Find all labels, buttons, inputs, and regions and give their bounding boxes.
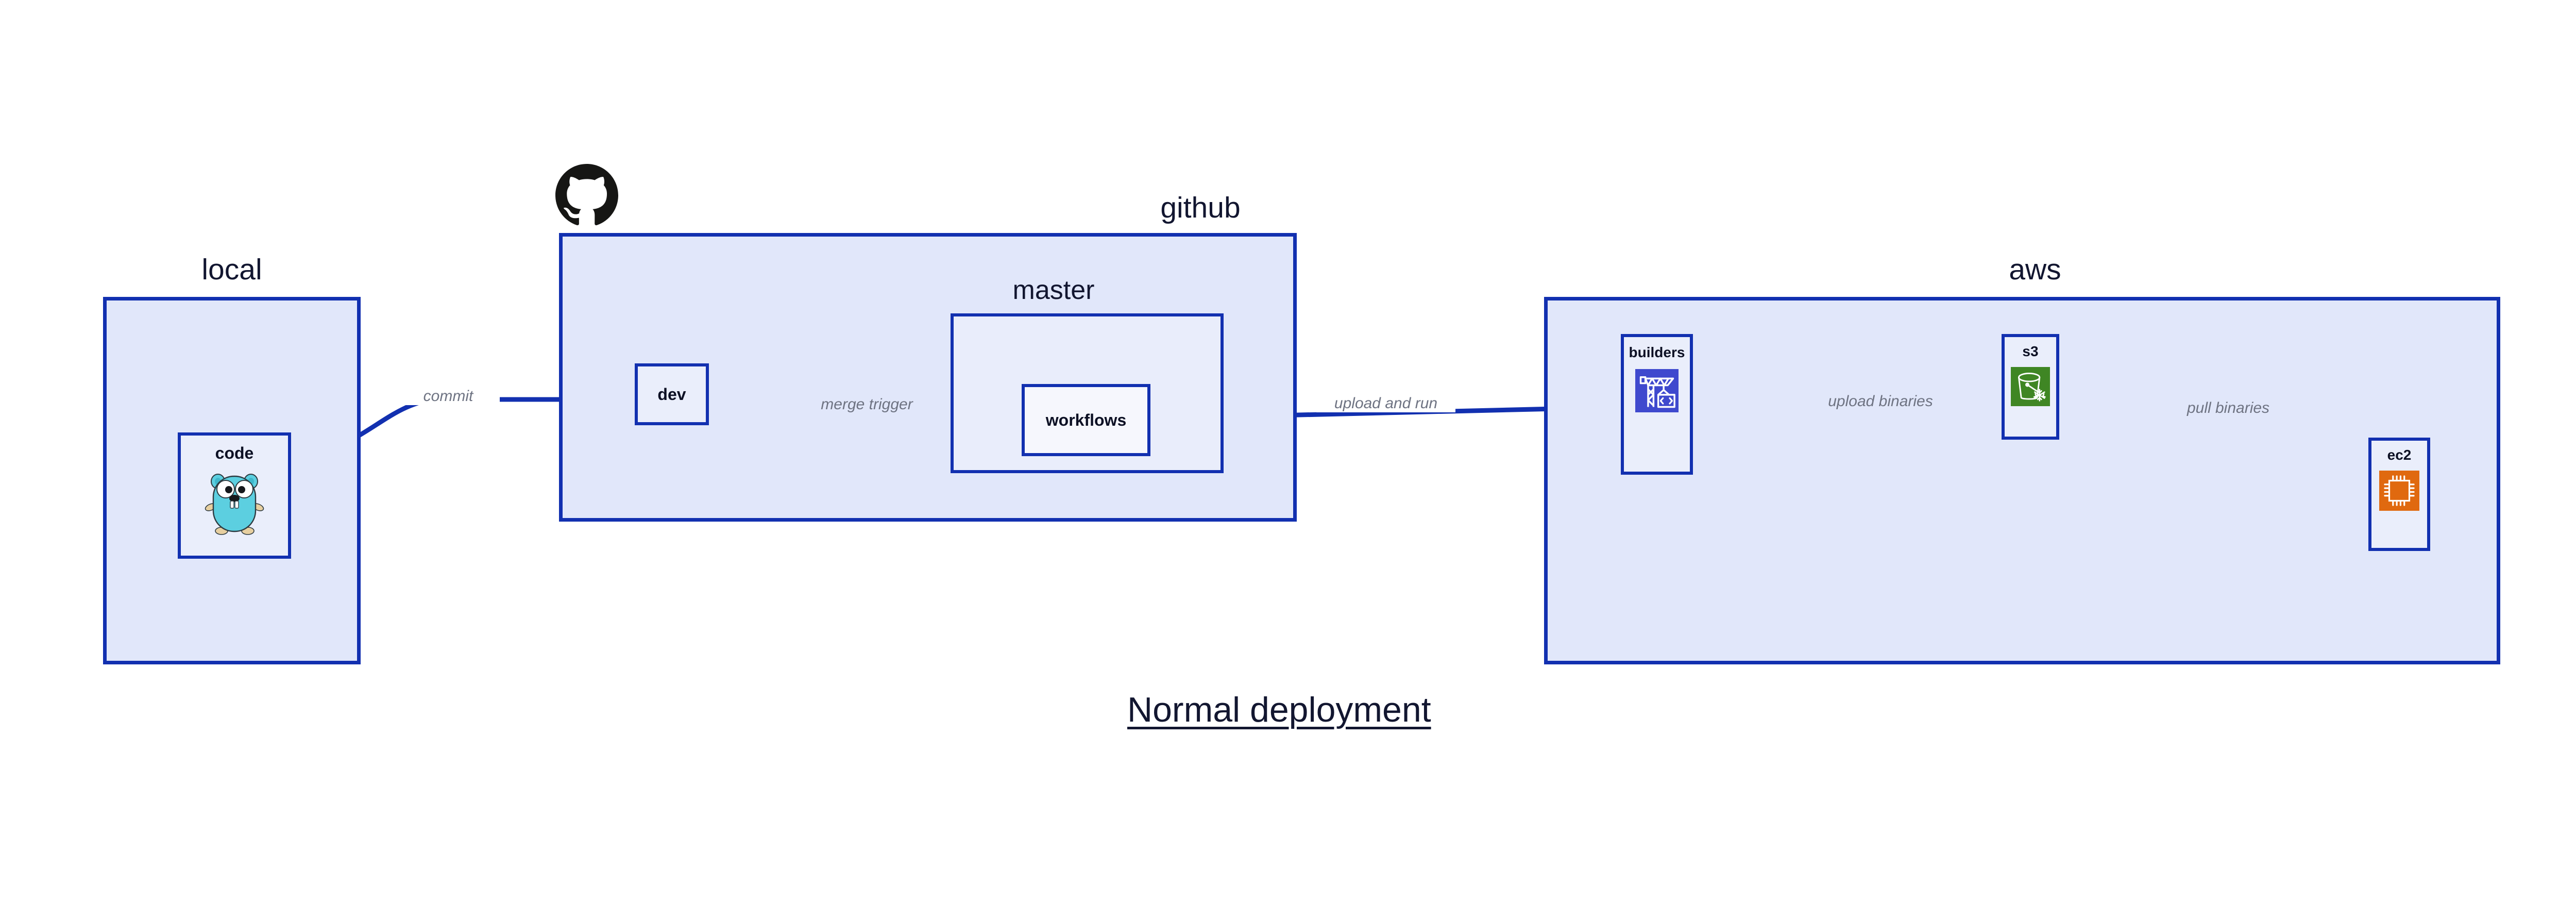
node-dev[interactable]: dev xyxy=(635,363,709,425)
group-label-local: local xyxy=(201,253,262,286)
edge-label-upload-binaries: upload binaries xyxy=(1814,393,1947,410)
github-octocat-logo xyxy=(555,164,618,229)
node-ec2[interactable]: ec2 xyxy=(2368,438,2430,551)
edge-label-merge-trigger: merge trigger xyxy=(804,396,930,413)
edge-label-commit: commit xyxy=(397,388,500,405)
group-label-github: github xyxy=(1160,191,1241,224)
node-label-workflows: workflows xyxy=(1045,410,1127,429)
node-label-dev: dev xyxy=(657,385,686,404)
node-label-builders: builders xyxy=(1629,344,1685,360)
go-gopher-icon xyxy=(204,470,265,538)
cpu-chip-icon xyxy=(2379,471,2419,513)
s3-bucket-icon xyxy=(2011,367,2050,409)
node-label-code: code xyxy=(215,444,254,462)
node-s3[interactable]: s3 xyxy=(2002,334,2059,440)
node-builders[interactable]: builders xyxy=(1621,334,1693,475)
group-label-aws: aws xyxy=(2009,253,2061,286)
node-label-s3: s3 xyxy=(2022,343,2039,359)
edge-label-upload-and-run: upload and run xyxy=(1316,395,1455,412)
edge-label-pull-binaries: pull binaries xyxy=(2169,399,2287,417)
crane-code-icon xyxy=(1635,369,1679,415)
diagram-title: Normal deployment xyxy=(1127,690,1431,729)
node-code[interactable]: code xyxy=(178,432,291,559)
node-label-ec2: ec2 xyxy=(2387,447,2412,463)
node-workflows[interactable]: workflows xyxy=(1022,384,1150,456)
group-label-master: master xyxy=(1012,275,1095,305)
